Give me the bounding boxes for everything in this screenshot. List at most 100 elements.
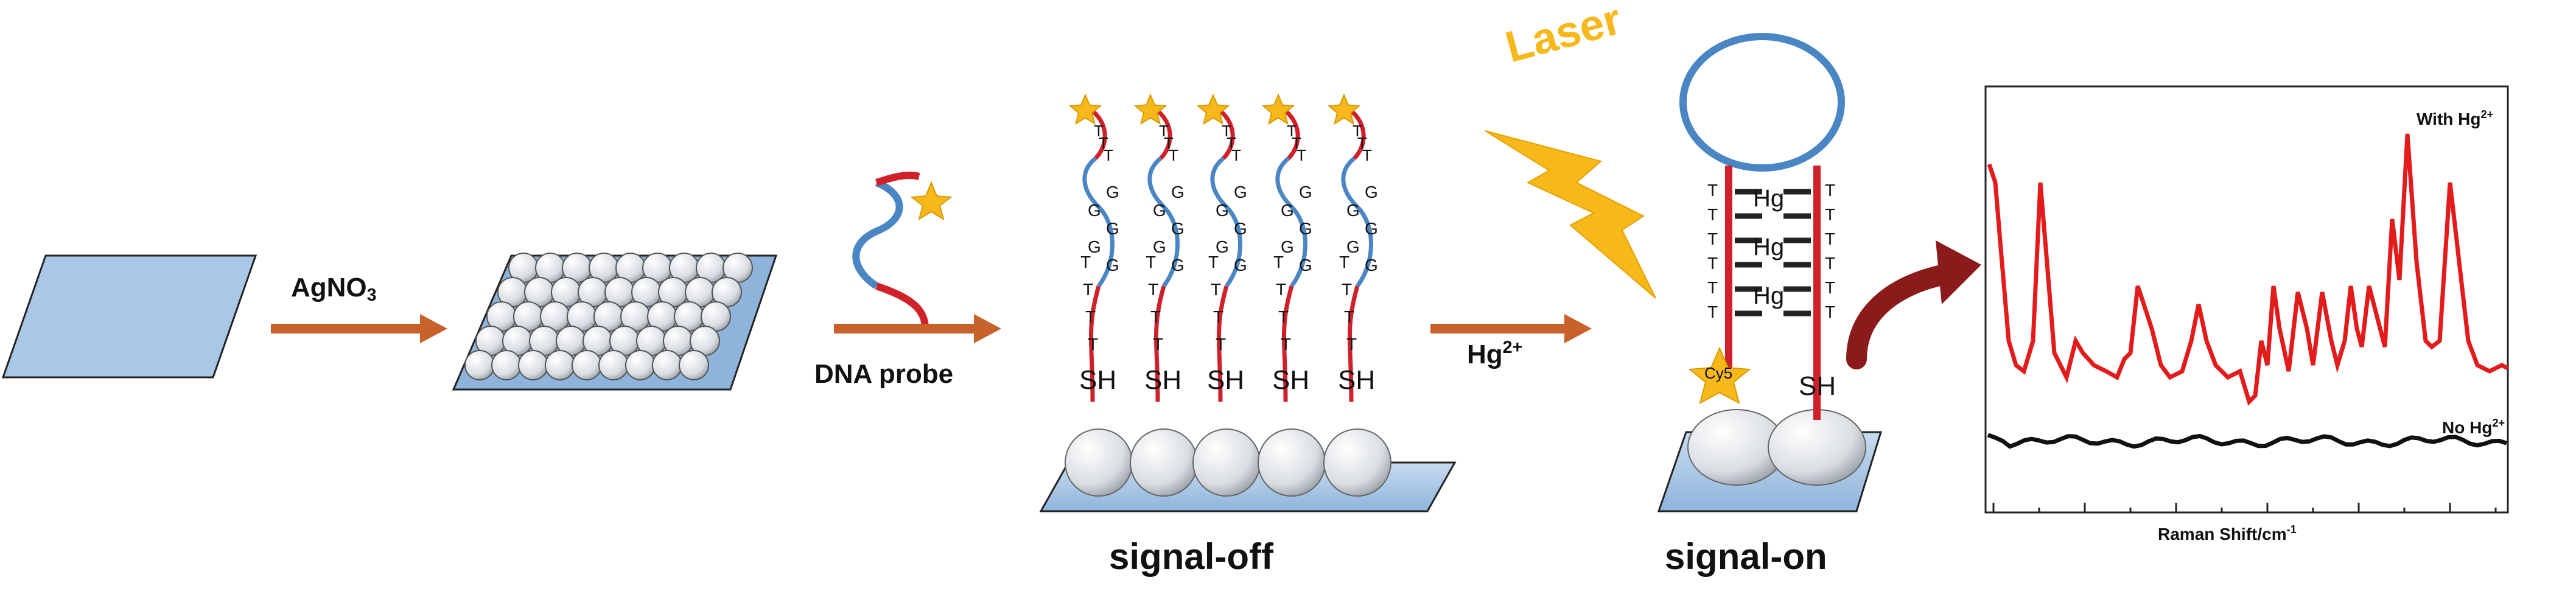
t-base-label: T [1208, 253, 1219, 271]
signal-off-substrate [1039, 428, 1457, 512]
nanoparticle [545, 350, 575, 380]
nanoparticle [464, 350, 495, 380]
g-base-label: G [1365, 256, 1378, 274]
t-base-label: T [1339, 253, 1350, 271]
t-base-label: T [1083, 280, 1094, 299]
t-base-label: T [1080, 253, 1091, 271]
t-base-label: T [1825, 278, 1836, 297]
t-base-label: T [1227, 134, 1236, 152]
t-base-label: T [1346, 335, 1357, 354]
g-base-label: G [1234, 183, 1247, 201]
t-base-label: T [1148, 280, 1159, 299]
g-base-label: G [1171, 219, 1185, 238]
star-icon [1327, 93, 1361, 125]
t-base-label: T [1211, 280, 1222, 299]
t-base-label: T [1353, 122, 1362, 140]
t-base-label: T [1216, 335, 1227, 354]
g-base-label: G [1346, 237, 1360, 256]
raman-spectrum-frame [1984, 85, 2509, 514]
g-base-label: G [1281, 201, 1294, 220]
cy5-label: Cy5 [1704, 364, 1733, 382]
t-base-label: T [1362, 146, 1372, 164]
agno3-label: AgNO3 [291, 273, 377, 306]
t-base-label: T [1707, 302, 1718, 321]
thiol-label: SH [1799, 371, 1836, 401]
dna-probe-strand [1327, 93, 1373, 402]
nanoparticle [572, 350, 602, 380]
cy5-star-icon [1688, 346, 1751, 404]
signal-on-substrate [1657, 409, 1883, 512]
hairpin-probe [1679, 33, 1845, 420]
spectrum-no-hg [1987, 433, 2508, 449]
t-base-label: T [1825, 205, 1836, 224]
nanoparticle [1258, 428, 1326, 497]
signal-off-label: signal-off [1109, 536, 1273, 577]
nanoparticle [1192, 428, 1261, 497]
g-base-label: G [1299, 219, 1312, 238]
star-icon [1133, 93, 1167, 125]
hg-bridge-label: Hg [1753, 185, 1785, 212]
g-base-label: G [1365, 183, 1378, 201]
spectrum-with-hg [1987, 133, 2509, 406]
nanoparticle [625, 350, 656, 380]
dna-probe-strand [1196, 93, 1242, 402]
t-base-label: T [1231, 146, 1241, 164]
legend-no-hg: No Hg2+ [2442, 417, 2505, 437]
signal-off-probes [1068, 93, 1373, 402]
g-base-label: G [1216, 237, 1229, 256]
curved-arrow-icon [1846, 240, 1981, 369]
thiol-label: SH [1079, 365, 1117, 395]
arrow-agno3 [271, 314, 447, 343]
g-base-label: G [1299, 183, 1312, 201]
arrow-hg [1430, 314, 1592, 343]
t-base-label: T [1088, 335, 1099, 354]
arrow-dna-probe [834, 314, 1001, 343]
g-base-label: G [1346, 201, 1360, 220]
t-base-label: T [1287, 122, 1297, 140]
x-axis-ticks [1992, 503, 2497, 512]
g-base-label: G [1234, 219, 1247, 238]
t-base-label: T [1094, 122, 1104, 140]
ag-nanoparticle-substrate [452, 253, 778, 391]
t-base-label: T [1707, 205, 1718, 224]
nanoparticle [491, 350, 522, 380]
t-base-label: T [1085, 307, 1096, 326]
dna-probe-strand [1133, 93, 1180, 402]
g-base-label: G [1088, 201, 1101, 220]
nanoparticle [1323, 428, 1391, 497]
dna-probe-strand [1261, 93, 1307, 402]
x-axis-label: Raman Shift/cm-1 [2158, 523, 2297, 543]
g-base-label: G [1088, 237, 1101, 256]
star-icon [910, 181, 953, 221]
g-base-label: G [1299, 256, 1312, 274]
hg-bridge-label: Hg [1753, 282, 1785, 309]
hg-bridge-label: Hg [1753, 234, 1785, 260]
t-base-label: T [1825, 181, 1836, 200]
thiol-label: SH [1207, 365, 1245, 395]
t-base-label: T [1825, 254, 1836, 273]
t-base-label: T [1169, 146, 1178, 164]
thiol-label: SH [1144, 365, 1182, 395]
bare-substrate [1, 254, 257, 379]
t-base-label: T [1153, 335, 1164, 354]
t-base-label: T [1707, 181, 1718, 200]
t-base-label: T [1104, 146, 1113, 164]
g-base-label: G [1365, 219, 1378, 238]
dna-probe-label: DNA probe [814, 359, 954, 389]
nanoparticle [1130, 428, 1198, 497]
t-base-label: T [1707, 278, 1718, 297]
t-base-label: T [1825, 229, 1836, 248]
nanoparticle [679, 350, 709, 380]
t-base-label: T [1825, 302, 1836, 321]
t-base-label: T [1357, 134, 1367, 152]
t-base-label: T [1150, 307, 1161, 326]
signal-on-label: signal-on [1665, 536, 1827, 577]
t-base-label: T [1707, 229, 1718, 248]
g-base-label: G [1234, 256, 1247, 274]
t-base-label: T [1273, 253, 1284, 271]
g-base-label: G [1171, 183, 1185, 201]
t-base-label: T [1278, 307, 1289, 326]
t-base-label: T [1099, 134, 1108, 152]
t-base-label: T [1342, 280, 1353, 299]
star-icon [1261, 93, 1295, 125]
